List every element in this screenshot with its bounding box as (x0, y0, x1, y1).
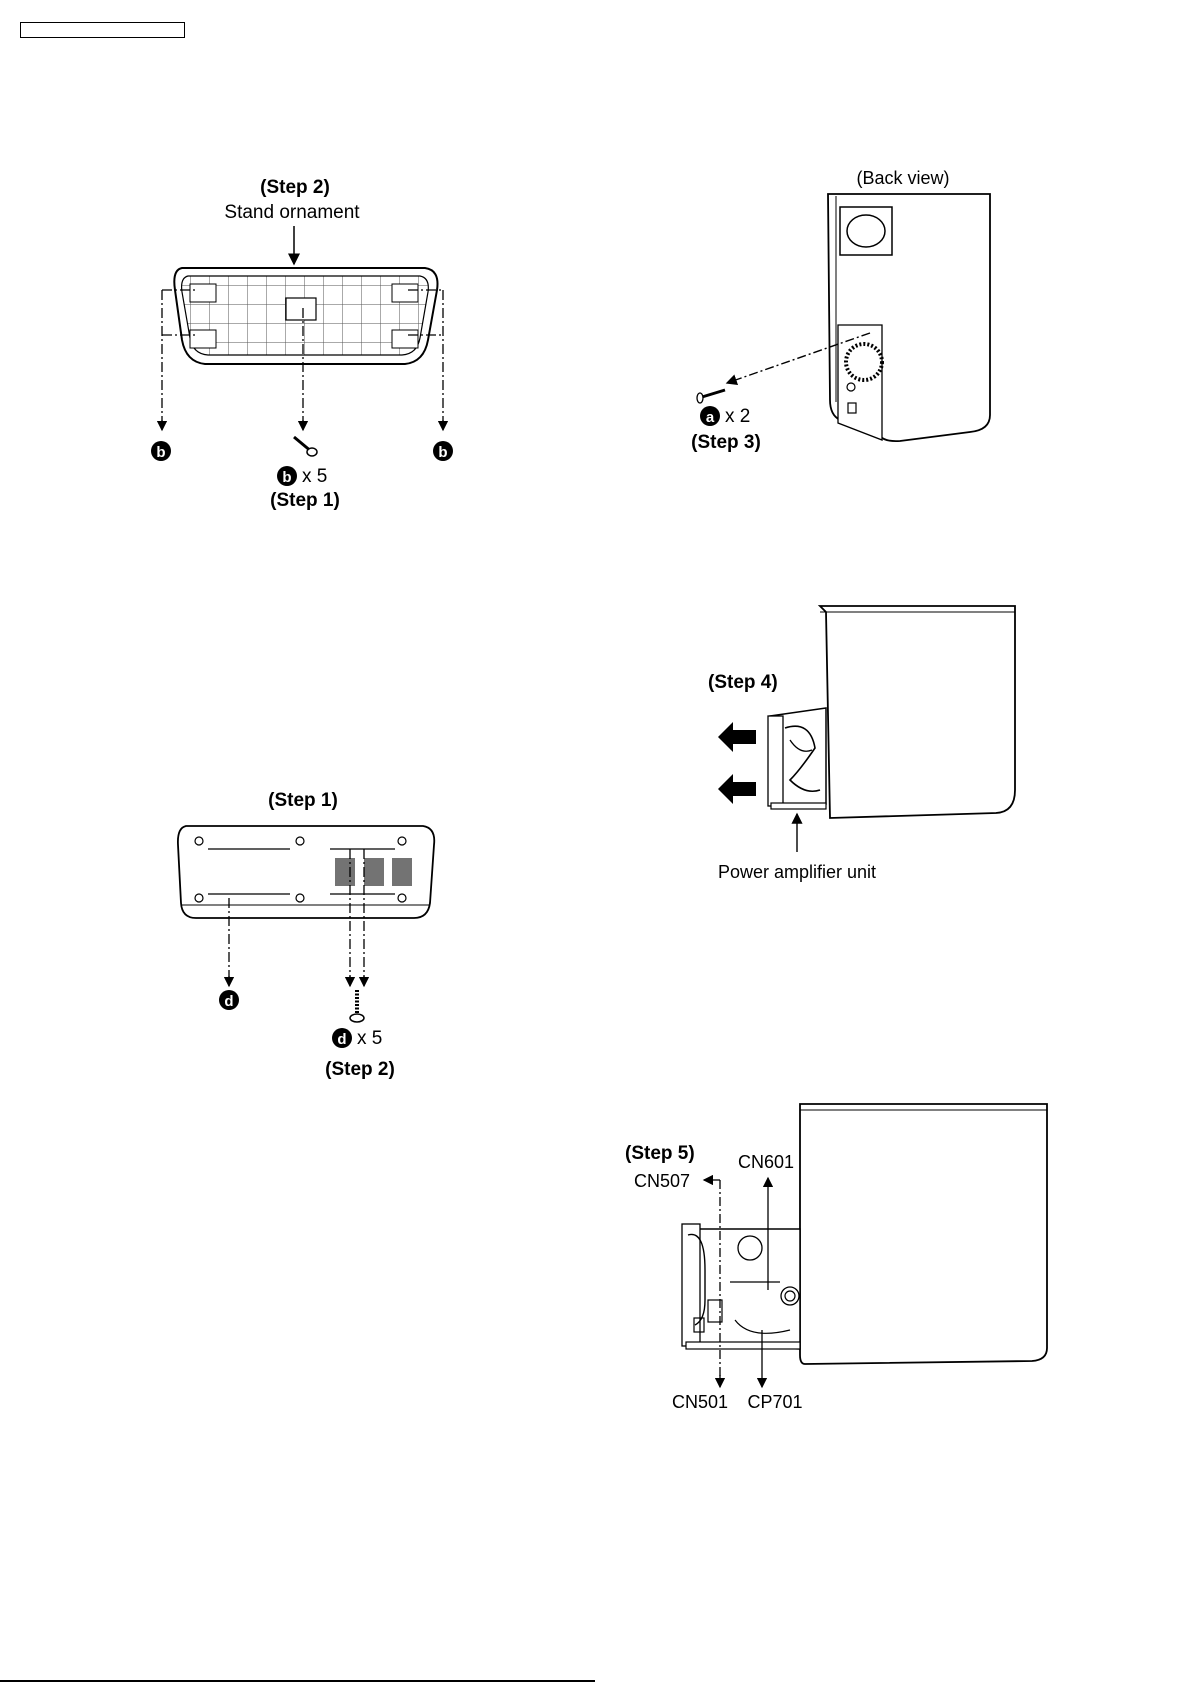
svg-text:b: b (438, 444, 447, 461)
circle-d-count-icon: d (332, 1028, 352, 1048)
fig3-step: (Step 4) (708, 672, 778, 693)
pull-arrow-bottom-icon (718, 774, 756, 804)
fig4-step-top: (Step 1) (268, 790, 338, 811)
svg-text:b: b (156, 444, 165, 461)
connector-cn507: CN507 (634, 1171, 690, 1191)
fig4-bottom-screws: (Step 1) (178, 790, 434, 1080)
fig5-step: (Step 5) (625, 1143, 695, 1164)
circle-d-left-icon: d (219, 990, 239, 1010)
svg-text:b: b (282, 469, 291, 486)
svg-text:d: d (337, 1031, 346, 1048)
connector-cn501: CN501 (672, 1392, 728, 1412)
screw-d-icon (350, 990, 364, 1022)
fig1-count: x 5 (302, 466, 327, 487)
connector-cn601: CN601 (738, 1152, 794, 1172)
fig3-power-amplifier: (Step 4) Power amplifier unit (708, 606, 1015, 882)
connector-cp701: CP701 (747, 1392, 802, 1412)
circle-b-left-icon: b (151, 441, 171, 461)
fig5-connectors: (Step 5) CN601 CN507 CN501 CP701 (625, 1104, 1047, 1412)
fig1-part-label: Stand ornament (224, 202, 360, 223)
fig1-stand-ornament: (Step 2) Stand ornament (151, 177, 453, 511)
fig2-step: (Step 3) (691, 432, 761, 453)
svg-text:a: a (706, 409, 715, 426)
circle-b-right-icon: b (433, 441, 453, 461)
fig2-count: x 2 (725, 406, 750, 427)
svg-text:d: d (224, 993, 233, 1010)
fig2-view-label: (Back view) (856, 168, 949, 188)
screw-a-icon (697, 390, 725, 403)
fig2-back-view: (Back view) a x 2 (Step 3) (691, 168, 990, 453)
fig1-step-bottom: (Step 1) (270, 490, 340, 511)
screw-b-icon (294, 437, 317, 456)
fig4-step-bottom: (Step 2) (325, 1059, 395, 1080)
bottom-rule (0, 1680, 595, 1682)
pull-arrow-top-icon (718, 722, 756, 752)
fig4-count: x 5 (357, 1028, 382, 1049)
fig3-part-label: Power amplifier unit (718, 862, 876, 882)
circle-b-count-icon: b (277, 466, 297, 486)
circle-a-icon: a (700, 406, 720, 426)
fig1-step-top: (Step 2) (260, 177, 330, 198)
